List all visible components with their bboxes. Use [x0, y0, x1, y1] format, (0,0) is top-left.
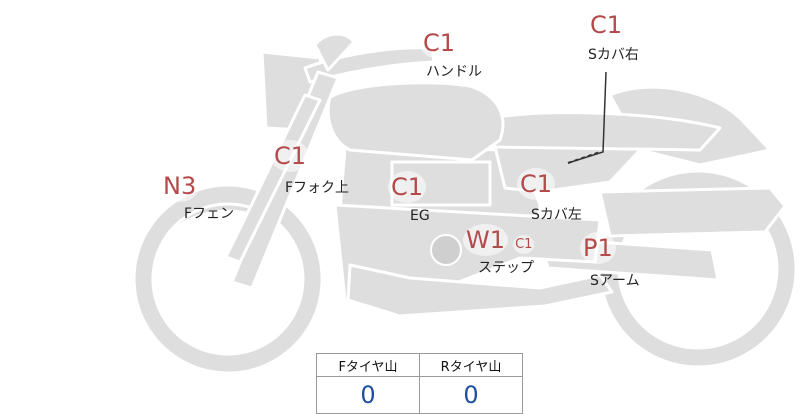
marker-f-fender: N3: [160, 170, 200, 202]
damage-code: C1: [420, 27, 459, 59]
damage-code: P1: [580, 232, 616, 264]
damage-code: C1: [587, 9, 626, 41]
part-label-handle: ハンドル: [426, 64, 482, 80]
part-label-step: ステップ: [478, 260, 534, 276]
marker-s-arm: P1: [580, 232, 616, 264]
fuel-tank: [326, 81, 505, 162]
damage-code: C1: [388, 171, 427, 203]
marker-engine: C1: [388, 171, 427, 203]
exhaust-pipe-lower: [346, 263, 614, 318]
marker-s-cover-right: C1: [587, 9, 626, 41]
part-label-s-cover-right: Sカバ右: [588, 47, 639, 63]
part-label-s-arm: Sアーム: [590, 273, 640, 289]
rear-tire-value: 0: [419, 376, 523, 414]
front-fork-inner: [224, 93, 322, 264]
front-tire-header: Fタイヤ山: [316, 353, 420, 377]
damage-code-secondary: C1: [513, 235, 535, 254]
engine-crank: [430, 234, 462, 266]
tire-table-header-row: Fタイヤ山 Rタイヤ山: [316, 353, 523, 377]
front-tire-value: 0: [316, 376, 420, 414]
marker-step: W1 C1: [463, 224, 535, 256]
muffler: [598, 186, 787, 238]
part-label-engine: EG: [410, 208, 430, 224]
damage-code: W1: [463, 224, 508, 256]
marker-s-cover-left: C1: [517, 168, 556, 200]
rear-tire-header: Rタイヤ山: [419, 353, 523, 377]
part-label-f-fender: Fフェン: [184, 206, 235, 222]
leader-line: [567, 71, 607, 164]
handlebar-grip: [313, 32, 356, 72]
tire-tread-table: Fタイヤ山 Rタイヤ山 0 0: [316, 353, 523, 414]
tire-table-value-row: 0 0: [316, 376, 523, 414]
front-wheel: [132, 183, 324, 375]
damage-code: C1: [517, 168, 556, 200]
damage-code: C1: [271, 140, 310, 172]
part-label-s-cover-left: Sカバ左: [531, 207, 582, 223]
handlebar: [303, 46, 436, 84]
leader-line-dash: [567, 151, 601, 164]
marker-handle: C1: [420, 27, 459, 59]
damage-code: N3: [160, 170, 200, 202]
part-label-f-fork-upper: Fフォク上: [285, 180, 350, 196]
marker-f-fork-upper: C1: [271, 140, 310, 172]
